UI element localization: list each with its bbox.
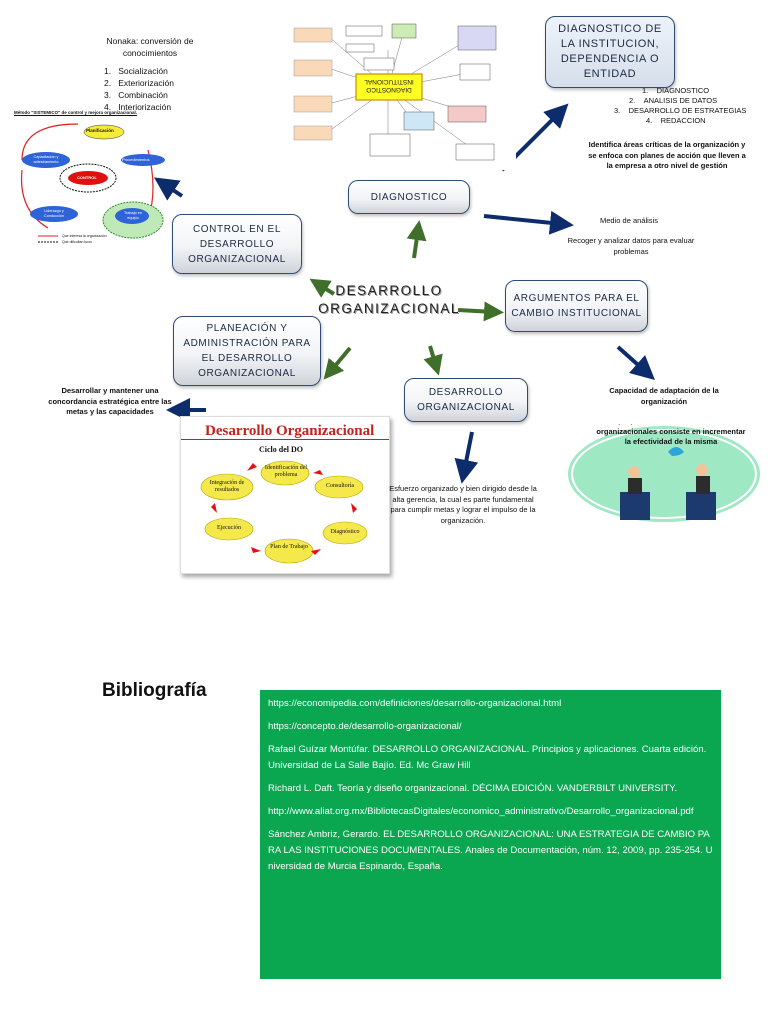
bib-entry: Sánchez Ambriz, Gerardo. EL DESARROLLO O… <box>268 829 713 872</box>
metodo-node: Trabajo en equipo <box>123 211 142 220</box>
metodo-node: Planificación <box>86 128 114 133</box>
bib-entry: Richard L. Daft. Teoría y diseño organiz… <box>268 783 678 794</box>
note-desarrollar: Desarrollar y mantener una concordancia … <box>48 386 172 416</box>
ciclo-step: Plan de Trabajo <box>270 544 308 550</box>
arrow-to-medio <box>483 210 574 235</box>
debate-illustration: El propósito de las modificaciones organ… <box>568 424 764 524</box>
diag-step: 2. ANALISIS DE DATOS <box>629 96 718 105</box>
ciclo-step: Consultoría <box>326 483 354 489</box>
arrow-to-planeacion <box>323 346 352 380</box>
ciclo-step: Diagnóstico <box>330 529 360 535</box>
nonaka-item: 1. Socialización <box>104 66 168 76</box>
note-esfuerzo: Esfuerzo organizado y bien dirigido desd… <box>389 484 537 525</box>
nonaka-item: 4. Interiorización <box>104 102 172 112</box>
ciclo-do-diagram: Desarrollo Organizacional Ciclo del DO I… <box>180 416 390 574</box>
diag-step: 1. DIAGNOSTICO <box>642 86 710 95</box>
center-title-line2: ORGANIZACIONAL <box>318 301 460 316</box>
arrow-to-desarrollo-org <box>423 345 443 376</box>
arrow-to-capacidad <box>616 345 655 380</box>
nonaka-title: Nonaka: conversión de conocimientos <box>106 36 194 58</box>
box-control: CONTROL EN EL DESARROLLO ORGANIZACIONAL <box>172 214 302 274</box>
metodo-title: Método "SISTEMICO" de control y mejora o… <box>14 110 138 115</box>
bib-entry: https://economipedia.com/definiciones/de… <box>268 698 562 709</box>
metodo-shapes <box>20 123 165 243</box>
note-medio: Medio de análisis <box>600 216 658 225</box>
diag-step: 3. DESARROLLO DE ESTRATEGIAS <box>614 106 747 115</box>
ciclo-subtitle: Ciclo del DO <box>259 445 303 454</box>
note-recoger: Recoger y analizar datos para evaluar pr… <box>567 236 695 256</box>
arrow-to-metodo <box>154 177 184 201</box>
ciclo-title: Desarrollo Organizacional <box>205 423 375 439</box>
metodo-node: Procedimientos <box>122 157 150 162</box>
metodo-sistemico-diagram: Método "SISTEMICO" de control y mejora o… <box>8 110 166 248</box>
ciclo-step: Identificación del problema <box>264 465 308 478</box>
nonaka-item: 2. Exteriorización <box>104 78 174 88</box>
box-desarrollo-organizacional: DESARROLLO ORGANIZACIONAL <box>404 378 528 422</box>
bibliografia-title: Bibliografía <box>102 680 207 701</box>
metodo-legend: Que dificultan lucro <box>62 240 92 244</box>
metodo-node: Capacitación y adiestramiento <box>33 155 59 164</box>
arrow-to-control <box>309 278 336 298</box>
nonaka-block: Nonaka: conversión de conocimientos 1. S… <box>80 35 220 113</box>
metodo-node: Liderazgo y Conducción <box>43 209 65 218</box>
note-proposito: El propósito de las modificaciones organ… <box>596 424 746 446</box>
metodo-legend: Que interesa la organización <box>62 234 107 238</box>
bib-entry: http://www.aliat.org.mx/BibliotecasDigit… <box>268 806 694 817</box>
ciclo-step: Integración de resultados <box>209 480 245 493</box>
arrow-to-argumentos <box>457 301 504 322</box>
bib-entry: https://concepto.de/desarrollo-organizac… <box>268 721 462 732</box>
arrow-to-diagnostico <box>406 220 427 259</box>
diagnostico-institucional-diagram: DIAGNOSTICO INSTITUCIONAL <box>288 20 516 170</box>
diagram-center-text: DIAGNOSTICO INSTITUCIONAL <box>364 78 414 93</box>
box-argumentos: ARGUMENTOS PARA EL CAMBIO INSTITUCIONAL <box>505 280 648 332</box>
metodo-node: CONTROL <box>77 175 97 180</box>
box-diagnostico: DIAGNOSTICO <box>348 180 470 214</box>
bib-entry: Rafael Guízar Montúfar. DESARROLLO ORGAN… <box>268 744 707 771</box>
diagnostico-steps-list: 1. DIAGNOSTICO 2. ANALISIS DE DATOS 3. D… <box>606 86 756 126</box>
arrow-to-esfuerzo <box>454 431 479 484</box>
center-title-line1: DESARROLLO <box>335 283 443 298</box>
ciclo-step: Ejecución <box>217 525 241 531</box>
note-capacidad: Capacidad de adaptación de la organizaci… <box>609 386 719 406</box>
note-identifica: Identifica áreas críticas de la organiza… <box>588 140 746 170</box>
bibliografia-box: https://economipedia.com/definiciones/de… <box>260 690 721 979</box>
diag-step: 4. REDACCION <box>646 116 706 125</box>
box-diagnostico-institucion: DIAGNOSTICO DE LA INSTITUCION, DEPENDENC… <box>545 16 675 88</box>
nonaka-item: 3. Combinación <box>104 90 168 100</box>
center-title: DESARROLLO ORGANIZACIONAL <box>318 282 460 318</box>
box-planeacion: PLANEACIÓN Y ADMINISTRACIÓN PARA EL DESA… <box>173 316 321 386</box>
